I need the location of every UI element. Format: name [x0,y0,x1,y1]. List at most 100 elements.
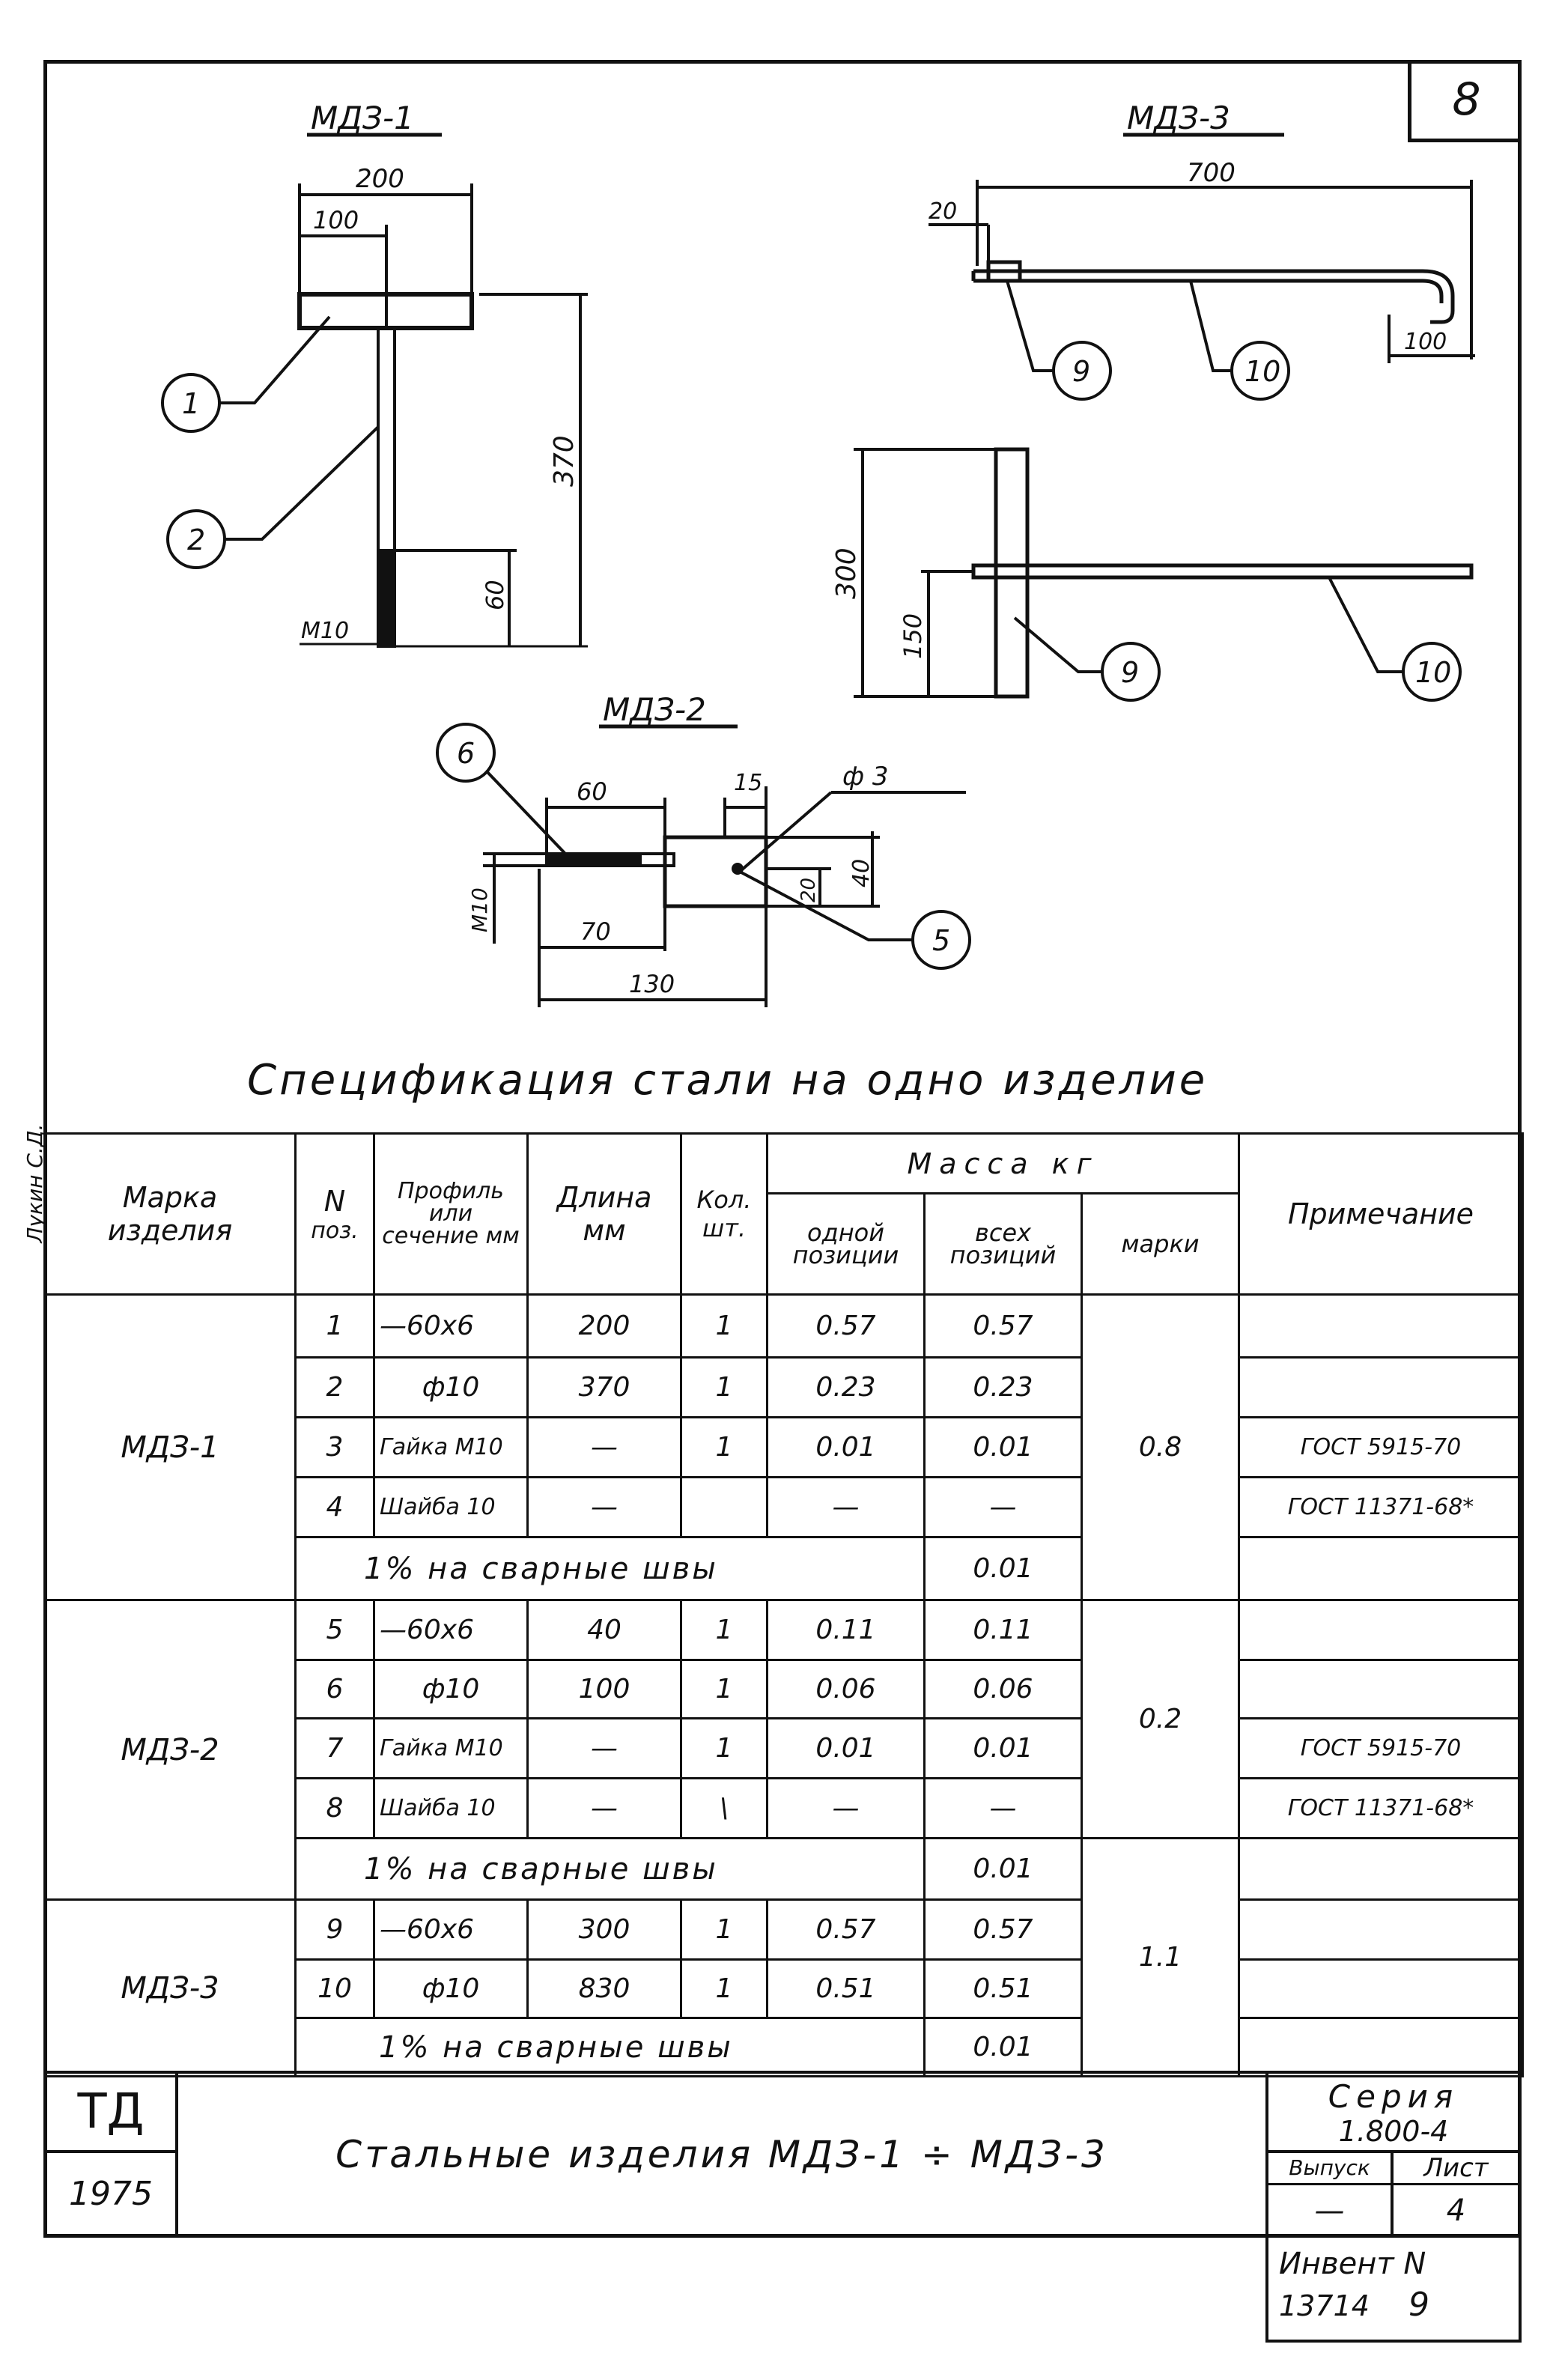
note-empty [1238,1536,1525,1601]
cell-len: 200 [526,1293,682,1359]
hdr-note: Примечание [1238,1132,1525,1296]
title-mdz2: МДЗ-2 [603,691,706,728]
cell-n: 6 [294,1659,375,1719]
cell-total: 0.2 [1080,1599,1241,1839]
cell-all: 0.51 [923,1958,1083,2019]
series-value: 1.800-4 [1338,2115,1449,2148]
dim-mdz1-370: 370 [549,435,580,487]
cell-total: 0.8 [1080,1293,1241,1601]
cell-len: — [526,1717,682,1779]
weld-label: 1% на сварные швы [294,2017,926,2077]
titleblock-sheet: Лист 4 [1391,2150,1522,2238]
table-row: 6 ф10 100 1 0.06 0.06 [45,1659,1525,1719]
cell-total: 1.1 [1080,1837,1241,2077]
dim-mdz2-60: 60 [577,777,607,806]
dim-mdz2-thread: М10 [467,887,492,932]
cell-n: 10 [294,1958,375,2019]
hdr-mass: Масса кг [765,1132,1241,1194]
cell-n: 8 [294,1777,375,1839]
cell-one: 0.01 [766,1416,926,1478]
cell-len: 100 [526,1659,682,1719]
cell-profile: —60x6 [373,1599,529,1661]
hdr-n: N поз. [294,1132,375,1296]
cell-n: 2 [294,1356,375,1418]
cell-qty: \ [680,1777,768,1839]
titleblock-year: 1975 [43,2150,178,2238]
cell-one: 0.06 [766,1659,926,1719]
drawing-area: МДЗ-1 200 100 370 60 М10 1 2 МДЗ-3 700 2… [161,100,1475,1007]
table-row: 7 Гайка М10 — 1 0.01 0.01 ГОСТ 5915-70 [45,1717,1525,1779]
cell-one: 0.57 [766,1293,926,1359]
cell-note [1238,1293,1525,1359]
sheet-value: 4 [1446,2194,1466,2228]
dim-mdz1-thread: М10 [301,618,349,644]
hdr-length: Длина мм [526,1132,682,1296]
sheet-number-box: 8 [1408,60,1522,142]
dim-mdz1-200: 200 [356,164,404,194]
hdr-mark: Марка изделия [43,1132,297,1296]
hdr-length-2: мм [583,1214,626,1247]
org-code: ТД [77,2084,145,2140]
cell-profile: —60x6 [373,1898,529,1961]
callout-10-top: 10 [1245,355,1280,388]
callout-10-side: 10 [1415,656,1451,689]
issue-value: — [1314,2194,1345,2228]
inv-value: 13714 [1279,2289,1370,2322]
cell-all: 0.06 [923,1659,1083,1719]
table-row: 4 Шайба 10 — — — ГОСТ 11371-68* [45,1476,1525,1538]
dim-mdz2-20: 20 [797,878,820,902]
cell-all: 0.01 [923,1717,1083,1779]
cell-n: 1 [294,1293,375,1359]
dim-mdz3-150: 150 [899,613,927,659]
cell-len: — [526,1416,682,1478]
cell-qty: 1 [680,1599,768,1661]
cell-profile: —60x6 [373,1293,529,1359]
callout-9-side: 9 [1121,656,1139,689]
product-name: Стальные изделия МДЗ-1 ÷ МДЗ-3 [335,2132,1108,2176]
dim-mdz3-300: 300 [831,547,862,599]
hdr-all: всех позиций [923,1192,1083,1296]
issue-label: Выпуск [1268,2153,1391,2185]
titleblock-inventory: Инвент N 13714 9 [1265,2238,1522,2343]
hdr-profile-text: Профиль или сечение мм [382,1178,520,1249]
cell-all: 0.57 [923,1898,1083,1961]
cell-note: ГОСТ 11371-68* [1238,1476,1525,1538]
hdr-mark-2: изделия [107,1214,233,1247]
cell-note [1238,1599,1525,1661]
cell-profile: Шайба 10 [373,1777,529,1839]
callout-9-top: 9 [1072,355,1090,388]
cell-profile: ф10 [373,1958,529,2019]
table-row: 1% на сварные швы 0.01 [45,2017,1525,2077]
cell-n: 3 [294,1416,375,1478]
spec-title: Спецификация стали на одно изделие [247,1056,1209,1105]
dim-mdz3-700: 700 [1187,158,1236,188]
dim-mdz2-70: 70 [580,917,611,946]
dim-mdz3-100: 100 [1404,329,1447,355]
cell-len: — [526,1476,682,1538]
cell-n: 9 [294,1898,375,1961]
hdr-one: одной позиции [766,1192,926,1296]
cell-one: 0.57 [766,1898,926,1961]
cell-all: 0.01 [923,1416,1083,1478]
callout-6: 6 [457,737,475,770]
hdr-qty-2: шт. [702,1214,747,1242]
table-row: МДЗ-3 9 —60x6 300 1 0.57 0.57 [43,1898,1525,2077]
hdr-mark-1: Марка [122,1181,218,1214]
cell-all: — [923,1476,1083,1538]
dim-mdz2-15: 15 [734,770,762,796]
hdr-marki: марки [1080,1192,1241,1296]
cell-n: 5 [294,1599,375,1661]
inv-row: 13714 9 [1279,2286,1519,2324]
table-row: 3 Гайка М10 — 1 0.01 0.01 ГОСТ 5915-70 [45,1416,1525,1478]
note-empty [1238,2017,1525,2077]
cell-qty: 1 [680,1416,768,1478]
hdr-profile: Профиль или сечение мм [373,1132,529,1296]
note-empty [1238,1837,1525,1901]
cell-profile: ф10 [373,1356,529,1418]
hdr-qty: Кол. шт. [680,1132,768,1296]
cell-len: 830 [526,1958,682,2019]
dim-mdz1-100: 100 [313,206,359,234]
cell-all: 0.57 [923,1293,1083,1359]
table-row: МДЗ-2 5 —60x6 40 1 0.11 0.11 0.2 [43,1599,1525,1901]
weld-label: 1% на сварные швы [294,1536,926,1601]
